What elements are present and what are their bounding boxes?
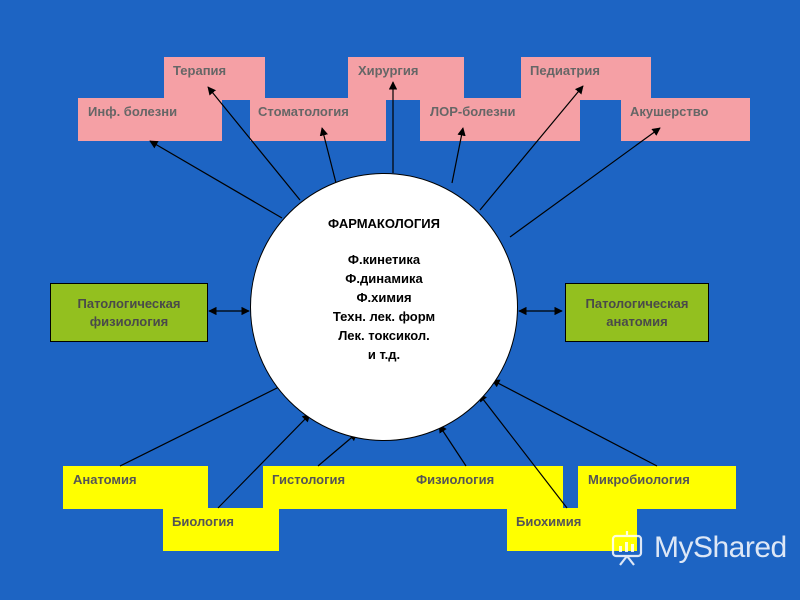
label-pediatriya: Педиатрия (530, 63, 600, 78)
arrow-to-inf-bolezni (149, 140, 283, 219)
arrow-to-terapiya (207, 86, 301, 201)
box-biokhimiya (507, 508, 637, 551)
box-biologiya (163, 508, 279, 551)
box-lor-bolezni (420, 98, 580, 141)
box-gistologiya-fiziologiya (263, 466, 563, 509)
center-line-2: Ф.динамика (345, 271, 423, 286)
box-patol-anatomiya: Патологическая анатомия (565, 283, 709, 342)
label-stomatologiya: Стоматология (258, 104, 349, 119)
arrow-from-mikrobiologiya (491, 379, 658, 467)
box-anatomiya (63, 466, 208, 509)
box-stomatologiya (250, 98, 386, 141)
arrow-from-biologiya (217, 413, 311, 509)
label-terapiya: Терапия (173, 63, 227, 78)
label-khirurgiya: Хирургия (358, 63, 419, 78)
patol-anatomiya-line-1: Патологическая (585, 295, 689, 311)
arrow-to-pediatriya (479, 85, 584, 211)
arrow-from-gistologiya (317, 432, 358, 467)
arrow-to-stomatologiya (319, 127, 337, 184)
arrow-to-lor-bolezni (451, 127, 466, 184)
arrow-from-anatomiya (119, 383, 286, 467)
center-line-4: Техн. лек. форм (332, 309, 436, 324)
watermark-text: MyShared (654, 531, 787, 564)
arrow-to-akusherstvo (509, 127, 661, 238)
presentation-board-icon (611, 531, 643, 566)
box-patol-fiziologiya: Патологическая физиология (50, 283, 208, 342)
pharmacology-circle: ФАРМАКОЛОГИЯ Ф.кинетика Ф.динамика Ф.хим… (250, 173, 518, 441)
center-line-6: и т.д. (367, 347, 401, 362)
patol-anatomiya-line-2: анатомия (606, 313, 668, 329)
label-mikrobiologiya: Микробиология (588, 472, 690, 487)
label-gistologiya: Гистология (272, 472, 346, 487)
box-inf-bolezni (78, 98, 222, 141)
box-akusherstvo (621, 98, 750, 141)
center-title: ФАРМАКОЛОГИЯ (328, 216, 440, 231)
patol-fiziologiya-line-2: физиология (89, 313, 169, 329)
label-fiziologiya: Физиология (416, 472, 495, 487)
box-khirurgiya (348, 57, 464, 100)
center-line-3: Ф.химия (356, 290, 412, 305)
label-lor-bolezni: ЛОР-болезни (430, 104, 516, 119)
box-pediatriya (521, 57, 651, 100)
label-biologiya: Биология (172, 514, 234, 529)
box-mikrobiologiya (578, 466, 736, 509)
arrow-from-biokhimiya (478, 393, 568, 509)
label-anatomiya: Анатомия (73, 472, 137, 487)
center-line-1: Ф.кинетика (347, 252, 421, 267)
label-akusherstvo: Акушерство (630, 104, 709, 119)
label-biokhimiya: Биохимия (516, 514, 582, 529)
arrow-from-fiziologiya (438, 424, 467, 467)
center-line-5: Лек. токсикол. (338, 328, 430, 343)
patol-fiziologiya-line-1: Патологическая (77, 295, 181, 311)
label-inf-bolezni: Инф. болезни (88, 104, 178, 119)
watermark-logo: MyShared (608, 528, 787, 568)
